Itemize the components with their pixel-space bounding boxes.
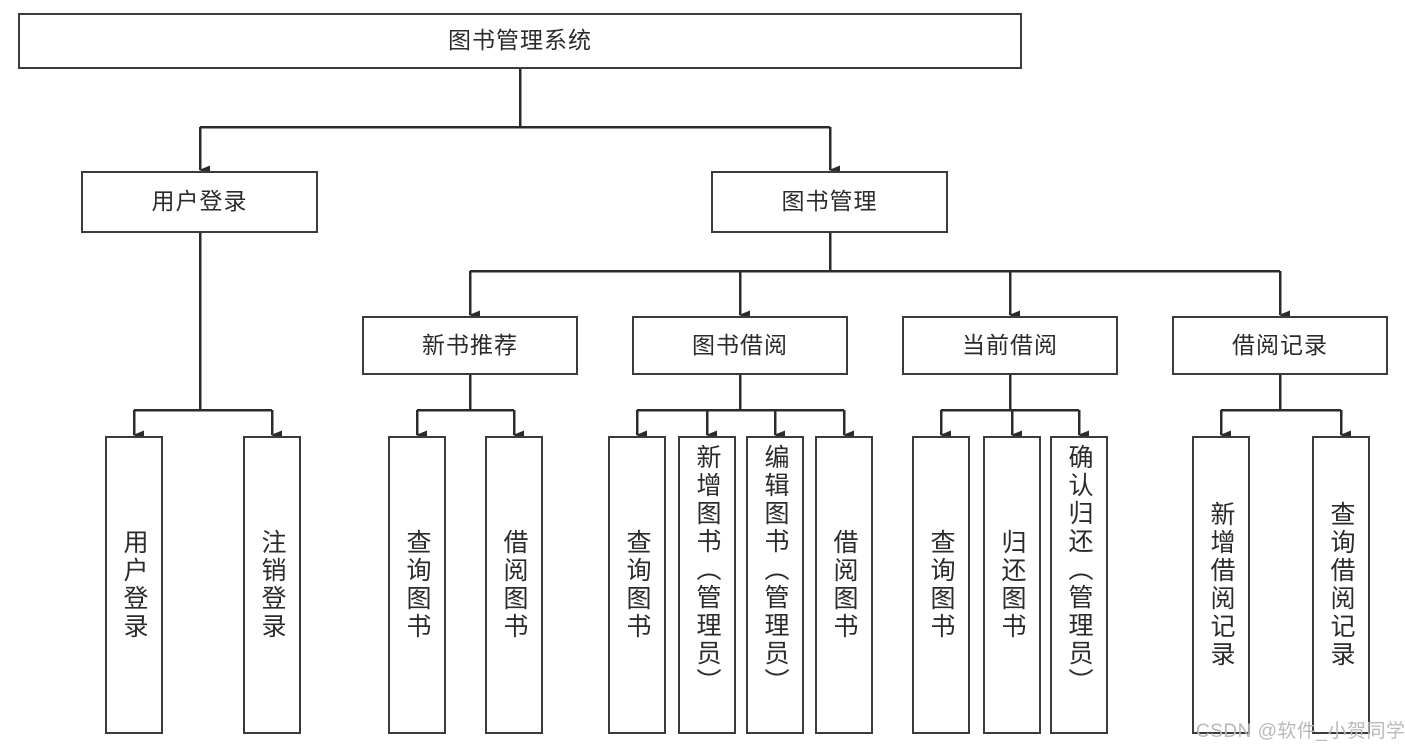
node-login[interactable]: 用户登录 (81, 171, 318, 233)
node-label: 编辑图书（管理员） (761, 444, 789, 696)
node-label: 图书管理系统 (448, 27, 592, 54)
node-label: 图书管理 (781, 188, 878, 215)
node-label: 借阅记录 (1232, 331, 1328, 358)
node-label: 注销登录 (258, 529, 286, 641)
node-leaf-borrow-book-2[interactable]: 借阅图书 (815, 436, 873, 734)
node-leaf-add-book[interactable]: 新增图书（管理员） (678, 436, 736, 734)
node-label: 用户登录 (120, 529, 148, 641)
node-records[interactable]: 借阅记录 (1172, 316, 1388, 375)
node-label: 查询图书 (403, 529, 431, 641)
edges (132, 69, 1351, 440)
node-label: 查询借阅记录 (1327, 501, 1355, 669)
node-leaf-query-book-3[interactable]: 查询图书 (912, 436, 970, 734)
node-leaf-user-login[interactable]: 用户登录 (105, 436, 163, 734)
node-newbook[interactable]: 新书推荐 (362, 316, 578, 375)
node-label: 借阅图书 (830, 529, 858, 641)
node-leaf-query-book-1[interactable]: 查询图书 (388, 436, 446, 734)
node-current[interactable]: 当前借阅 (902, 316, 1118, 375)
node-leaf-confirm-return[interactable]: 确认归还（管理员） (1050, 436, 1108, 734)
node-leaf-borrow-book-1[interactable]: 借阅图书 (485, 436, 543, 734)
node-label: 确认归还（管理员） (1065, 444, 1093, 696)
node-root[interactable]: 图书管理系统 (18, 13, 1022, 69)
node-label: 归还图书 (998, 529, 1026, 641)
node-label: 新书推荐 (422, 331, 518, 358)
node-label: 新增图书（管理员） (693, 444, 721, 696)
node-label: 查询图书 (927, 529, 955, 641)
node-leaf-query-book-2[interactable]: 查询图书 (608, 436, 666, 734)
node-leaf-user-logout[interactable]: 注销登录 (243, 436, 301, 734)
node-leaf-edit-book[interactable]: 编辑图书（管理员） (746, 436, 804, 734)
node-label: 图书借阅 (692, 331, 788, 358)
node-label: 查询图书 (623, 529, 651, 641)
node-leaf-add-record[interactable]: 新增借阅记录 (1192, 436, 1250, 734)
node-label: 当前借阅 (962, 331, 1058, 358)
node-bookmgmt[interactable]: 图书管理 (711, 171, 948, 233)
node-leaf-query-record[interactable]: 查询借阅记录 (1312, 436, 1370, 734)
node-label: 新增借阅记录 (1207, 501, 1235, 669)
node-label: 借阅图书 (500, 529, 528, 641)
node-borrow[interactable]: 图书借阅 (632, 316, 848, 375)
node-label: 用户登录 (151, 188, 248, 215)
watermark-label: CSDN @软件_小贺同学 (1196, 721, 1405, 742)
node-leaf-return-book[interactable]: 归还图书 (983, 436, 1041, 734)
